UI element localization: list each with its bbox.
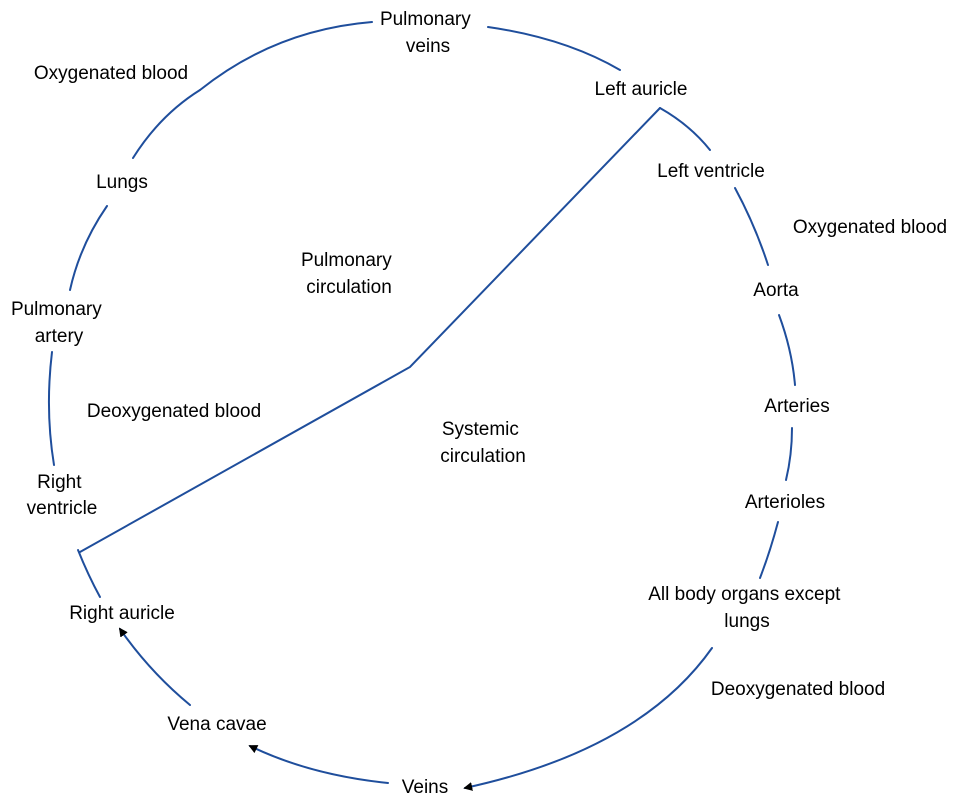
circulation-loop <box>47 21 796 791</box>
labels: Pulmonary veins Left auricle Left ventri… <box>11 9 947 798</box>
circulation-divider-line <box>79 107 661 553</box>
label-deoxygenated-blood-systemic: Deoxygenated blood <box>711 679 885 700</box>
arc-vena-cavae-to-right-auricle <box>118 627 191 706</box>
label-arteries: Arteries <box>764 396 829 417</box>
label-vena-cavae: Vena cavae <box>167 714 266 735</box>
arc-oxygenated-blood-to-lungs <box>132 89 201 159</box>
label-arterioles: Arterioles <box>745 492 825 513</box>
label-oxygenated-blood-systemic: Oxygenated blood <box>793 217 947 238</box>
label-pulmonary-circulation: Pulmonary circulation <box>301 250 397 298</box>
arc-lungs-region-to-pulmonary-veins <box>199 21 373 91</box>
label-pulmonary-artery: Pulmonary artery <box>11 299 107 347</box>
arc-aorta-to-arteries <box>778 314 796 386</box>
label-deoxygenated-blood-pulmonary: Deoxygenated blood <box>87 401 261 422</box>
arc-veins-to-vena-cavae <box>248 745 389 784</box>
label-left-auricle: Left auricle <box>595 79 688 100</box>
arc-left-ventricle-to-aorta <box>734 187 769 266</box>
label-lungs: Lungs <box>96 172 148 193</box>
arc-left-auricle-to-left-ventricle <box>659 107 711 151</box>
label-right-ventricle: Right ventricle <box>27 472 98 519</box>
label-systemic-circulation: Systemic circulation <box>440 419 526 467</box>
label-pulmonary-veins: Pulmonary veins <box>380 9 476 57</box>
arc-arterioles-to-body-organs <box>759 521 779 579</box>
arc-arteries-to-arterioles <box>785 427 793 481</box>
label-veins: Veins <box>402 777 448 798</box>
arc-right-ventricle-to-right-auricle <box>77 549 101 598</box>
label-body-organs: All body organs except lungs <box>648 584 846 632</box>
label-left-ventricle: Left ventricle <box>657 161 765 182</box>
label-aorta: Aorta <box>753 280 799 301</box>
arc-body-organs-to-veins <box>463 647 713 791</box>
arc-pulmonary-veins-to-left-auricle <box>487 26 621 71</box>
label-oxygenated-blood-pulmonary: Oxygenated blood <box>34 63 188 84</box>
label-right-auricle: Right auricle <box>69 603 175 624</box>
arc-pulmonary-artery-to-right-ventricle <box>47 351 55 466</box>
arc-lungs-to-pulmonary-artery <box>69 205 108 291</box>
